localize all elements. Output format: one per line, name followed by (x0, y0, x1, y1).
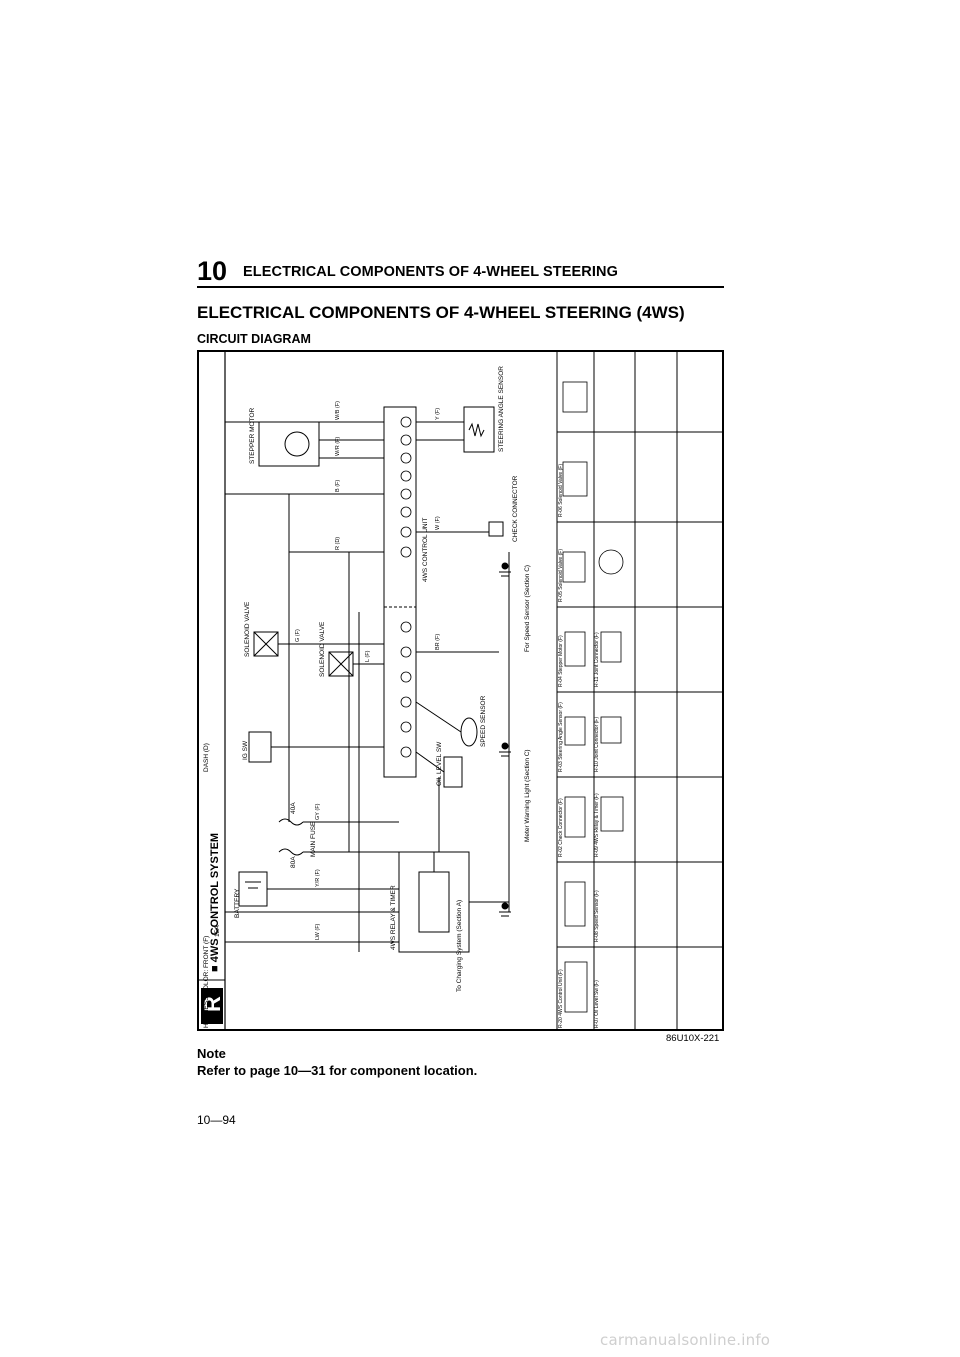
system-code: R (200, 996, 225, 1012)
wire-code: W/R (F) (335, 437, 341, 456)
wire-code: W/B (F) (335, 401, 341, 420)
connector-title: R-09 4WS Relay & Timer (F) (594, 793, 600, 857)
section-number: 10 (197, 256, 228, 286)
page-title: ELECTRICAL COMPONENTS OF 4-WHEEL STEERIN… (197, 303, 685, 322)
ignition-switch-label: IG SW (242, 740, 249, 760)
circuit-diagram: R ■ 4WS CONTROL SYSTEM HARNESS COLOR: FR… (197, 350, 724, 1031)
wire-code: LW (F) (315, 923, 321, 940)
fuse-40a-label: 40A (290, 802, 297, 814)
oil-level-switch-box (443, 756, 463, 788)
steering-sensor-box (463, 406, 495, 453)
connector-title: R-06 Solenoid Valve (F) (558, 464, 564, 517)
solenoid-valve-1-label: SOLENOID VALVE (244, 601, 251, 657)
wire-code: Y/R (F) (315, 869, 321, 887)
speed-sensor-symbol (460, 717, 478, 747)
wire-code: B (F) (335, 480, 341, 492)
wire-code: GY (F) (315, 803, 321, 820)
wire-code: BR (F) (435, 634, 441, 650)
page-number: 10—94 (197, 1113, 236, 1127)
meter-lamp-label: Meter Warning Light (Section C) (524, 749, 531, 842)
section-subtitle: CIRCUIT DIAGRAM (197, 332, 311, 346)
section-header: 10 ELECTRICAL COMPONENTS OF 4-WHEEL STEE… (197, 258, 724, 288)
check-connector-label: CHECK CONNECTOR (512, 475, 519, 542)
main-fuse-symbol (278, 848, 304, 856)
battery-label: BATTERY (234, 888, 241, 918)
harness-color-label: HARNESS COLOR: FRONT (F) (203, 936, 210, 1028)
stepper-motor-label: STEPPER MOTOR (249, 407, 256, 464)
system-code-box (201, 988, 223, 1024)
fuse-80a-label: 80A (290, 856, 297, 868)
speed-sensor-label: SPEED SENSOR (480, 695, 487, 747)
system-title: ■ 4WS CONTROL SYSTEM (209, 833, 221, 972)
main-fuse-label: MAIN FUSE (310, 821, 317, 857)
wire-code: W (F) (435, 516, 441, 530)
battery-box (238, 871, 268, 907)
dash-label: DASH (D) (203, 743, 210, 772)
circuit-diagram-canvas: R ■ 4WS CONTROL SYSTEM HARNESS COLOR: FR… (199, 352, 722, 1029)
connector-title: R-04 Stepper Motor (F) (558, 635, 564, 687)
figure-code: 86U10X-221 (666, 1033, 720, 1044)
header-rule (197, 286, 724, 288)
note-label: Note (197, 1046, 226, 1061)
wire-code: Y (F) (435, 408, 441, 420)
wire-code: L (F) (365, 650, 371, 662)
charging-label: To Charging System (Section A) (456, 900, 463, 992)
section-title: ELECTRICAL COMPONENTS OF 4-WHEEL STEERIN… (243, 264, 618, 280)
steering-sensor-label: STEERING ANGLE SENSOR (498, 366, 505, 452)
connector-title: R-05 Solenoid Valve (F) (558, 549, 564, 602)
connector-title: R-03 Steering Angle Sensor (F) (558, 702, 564, 772)
stepper-motor-box (258, 421, 320, 467)
wire-code: G (F) (295, 629, 301, 642)
connector-title: R-02 Check Connector (F) (558, 798, 564, 857)
control-unit-label: 4WS CONTROL UNIT (422, 518, 429, 582)
control-unit-box (383, 406, 417, 778)
wire-code: R (D) (335, 537, 341, 550)
connector-title: R-10 Joint Connector (F) (594, 717, 600, 772)
ignition-switch-box (248, 731, 272, 763)
solenoid-valve-2-label: SOLENOID VALVE (319, 621, 326, 677)
relay-timer-label: 4WS RELAY & TIMER (390, 885, 397, 950)
note-text: Refer to page 10—31 for component locati… (197, 1063, 478, 1078)
check-connector-box (488, 521, 504, 537)
oil-level-label: OIL LEVEL SW (436, 741, 443, 786)
fuse-15a-label: 15A (214, 925, 221, 937)
connector-title: R-20 4WS Control Unit (F) (558, 969, 564, 1028)
connector-title: R-08 Speed Sensor (F) (594, 890, 600, 942)
connector-title: R-11 Joint Connector (F) (594, 632, 600, 687)
speed-section-label: For Speed Sensor (Section C) (524, 565, 531, 652)
connector-title: R-07 Oil Level Sw (F) (594, 980, 600, 1028)
watermark: carmanualsonline.info (600, 1331, 771, 1349)
